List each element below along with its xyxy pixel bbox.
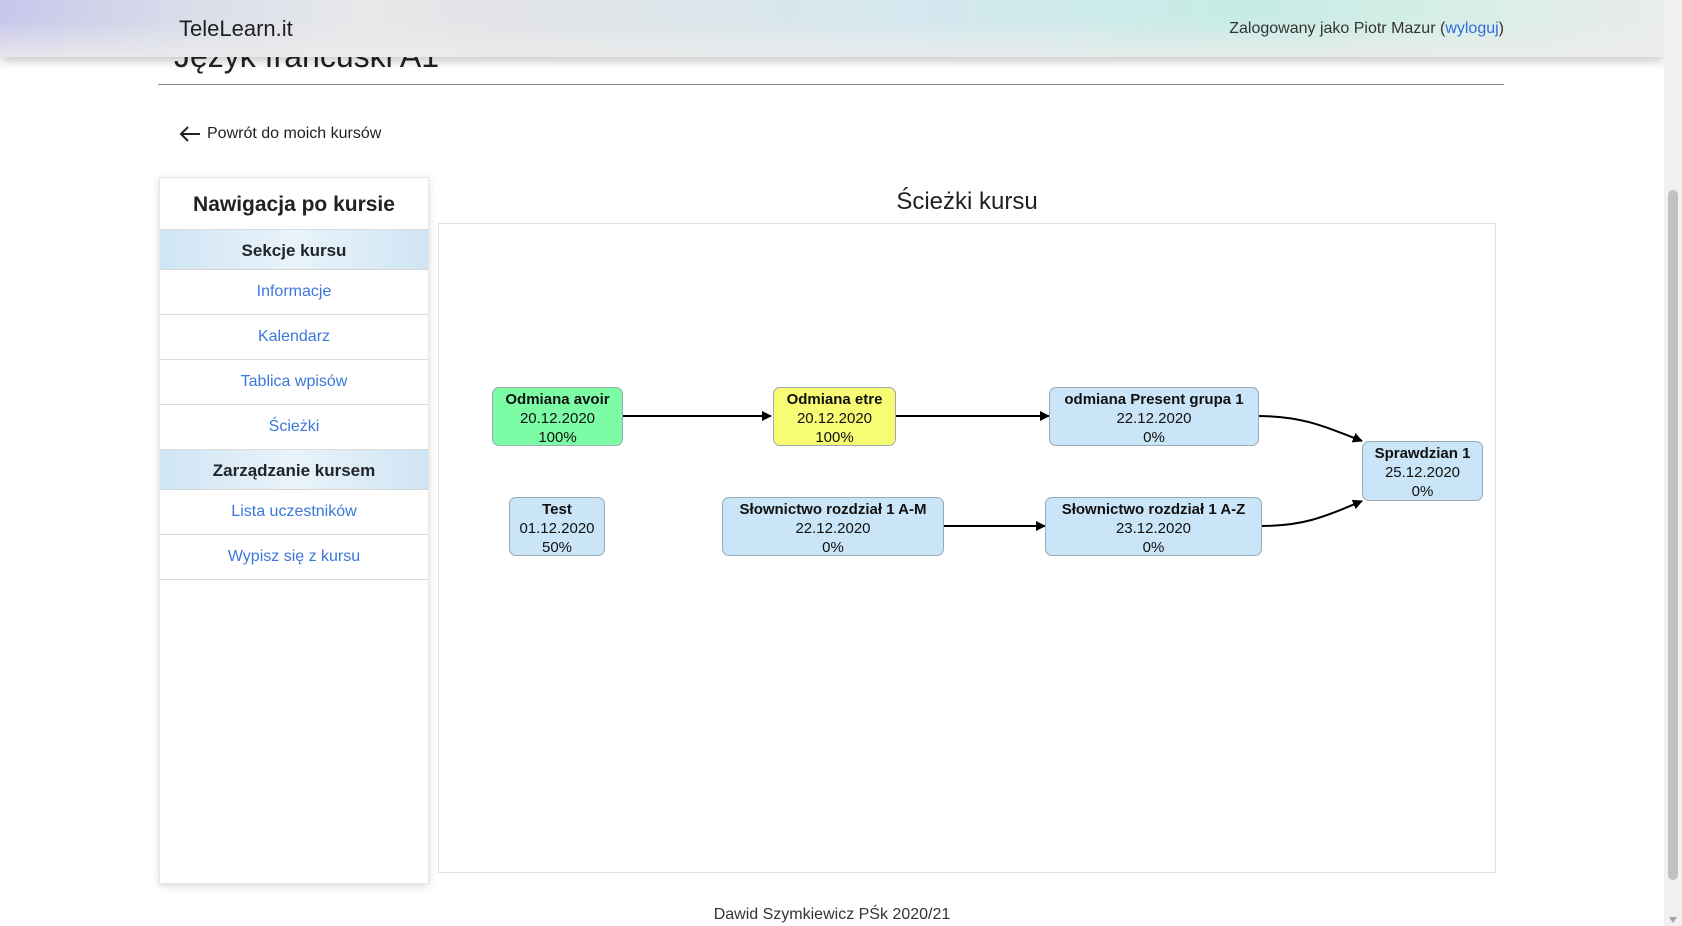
arrow-left-icon: [179, 126, 200, 142]
node-date: 25.12.2020: [1384, 464, 1461, 481]
path-node[interactable]: odmiana Present grupa 1 22.12.2020 0%: [1049, 387, 1259, 446]
sidebar-item-sciezki[interactable]: Ścieżki: [160, 405, 428, 450]
node-progress: 0%: [822, 539, 844, 556]
node-progress: 50%: [541, 539, 573, 556]
edge-present-to-sprawdzian: [1256, 415, 1363, 443]
path-node[interactable]: Odmiana avoir 20.12.2020 100%: [492, 387, 623, 446]
path-node[interactable]: Słownictwo rozdział 1 A-M 22.12.2020 0%: [722, 497, 944, 556]
node-name: Sprawdzian 1: [1374, 445, 1471, 462]
graph-edges: [621, 411, 1363, 531]
course-navigation-sidebar: Nawigacja po kursie Sekcje kursu Informa…: [159, 177, 429, 884]
path-node[interactable]: Test 01.12.2020 50%: [509, 497, 605, 556]
node-progress: 0%: [1143, 429, 1165, 446]
course-paths-graph: Odmiana avoir 20.12.2020 100% Odmiana et…: [438, 223, 1496, 873]
path-node[interactable]: Sprawdzian 1 25.12.2020 0%: [1362, 441, 1483, 501]
scrollbar-thumb[interactable]: [1668, 190, 1678, 880]
node-name: Odmiana etre: [786, 391, 883, 408]
sidebar-section-course-sections: Sekcje kursu: [160, 230, 428, 270]
sidebar-item-informacje[interactable]: Informacje: [160, 270, 428, 315]
node-name: Słownictwo rozdział 1 A-Z: [1061, 501, 1246, 518]
login-text: Zalogowany jako Piotr Mazur (: [1229, 20, 1446, 37]
sidebar-item-tablica-wpisow[interactable]: Tablica wpisów: [160, 360, 428, 405]
login-info: Zalogowany jako Piotr Mazur (wyloguj): [1229, 20, 1504, 38]
title-divider: [158, 84, 1504, 85]
sidebar-item-lista-uczestnikow[interactable]: Lista uczestników: [160, 490, 428, 535]
node-progress: 0%: [1411, 483, 1434, 500]
node-date: 22.12.2020: [1116, 410, 1192, 427]
node-name: Test: [542, 501, 572, 518]
top-navbar: [0, 0, 1664, 57]
back-link-label: Powrót do moich kursów: [207, 125, 382, 142]
path-node[interactable]: Słownictwo rozdział 1 A-Z 23.12.2020 0%: [1045, 497, 1262, 556]
node-name: odmiana Present grupa 1: [1064, 391, 1244, 408]
brand-logo[interactable]: TeleLearn.it: [179, 16, 293, 41]
node-date: 22.12.2020: [795, 520, 871, 537]
footer-text: Dawid Szymkiewicz PŚk 2020/21: [713, 906, 951, 923]
node-name: Odmiana avoir: [505, 391, 610, 408]
node-progress: 0%: [1142, 539, 1165, 556]
node-date: 01.12.2020: [519, 520, 595, 537]
node-progress: 100%: [538, 429, 577, 446]
sidebar-title: Nawigacja po kursie: [160, 178, 428, 230]
sidebar-item-kalendarz[interactable]: Kalendarz: [160, 315, 428, 360]
path-node[interactable]: Odmiana etre 20.12.2020 100%: [773, 387, 896, 446]
logout-link[interactable]: wyloguj: [1445, 20, 1499, 37]
node-date: 20.12.2020: [796, 410, 873, 427]
node-name: Słownictwo rozdział 1 A-M: [739, 501, 927, 518]
sidebar-section-course-management: Zarządzanie kursem: [160, 450, 428, 490]
login-text-end: ): [1498, 20, 1504, 37]
node-date: 20.12.2020: [519, 410, 596, 427]
course-paths-title: Ścieżki kursu: [896, 188, 1038, 215]
edge-az-to-sprawdzian: [1260, 499, 1363, 527]
node-date: 23.12.2020: [1115, 520, 1192, 537]
back-to-courses-link[interactable]: Powrót do moich kursów: [178, 125, 381, 143]
scroll-down-arrow-icon[interactable]: [1669, 917, 1677, 923]
sidebar-item-wypisz-sie[interactable]: Wypisz się z kursu: [160, 535, 428, 580]
page-scrollbar[interactable]: [1664, 0, 1682, 926]
node-progress: 100%: [815, 429, 854, 446]
